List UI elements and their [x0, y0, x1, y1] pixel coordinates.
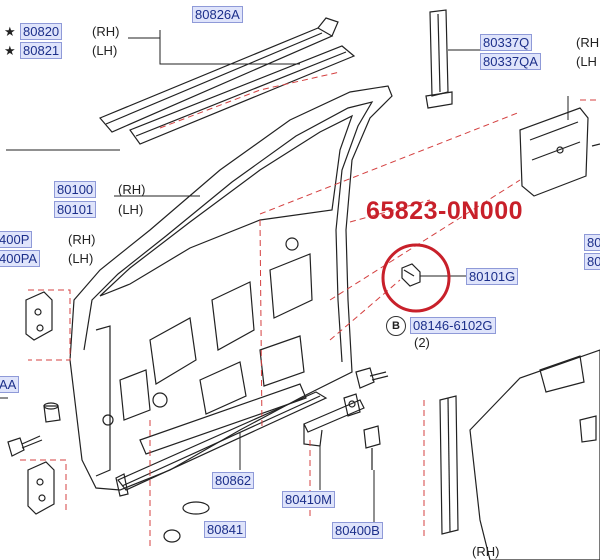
pillar-seal-shape: [439, 395, 459, 535]
door-check-shape: [303, 393, 365, 447]
part-label-80400p[interactable]: 400P: [0, 231, 33, 248]
hole-plug-shape: [182, 501, 210, 515]
part-label-80100[interactable]: 80100: [54, 181, 97, 198]
bolt-marker-b: B: [386, 316, 406, 336]
upper-hinge-shape: [25, 291, 53, 341]
side-rh: (RH): [68, 232, 96, 247]
door-frame-shape: [69, 85, 393, 491]
star-marker: ★: [4, 24, 16, 39]
outer-molding-shape: [99, 17, 356, 145]
part-label-80337q[interactable]: 80337Q: [480, 34, 533, 51]
pillar-molding-shape: [425, 9, 453, 109]
part-label-80101g[interactable]: 80101G: [466, 268, 519, 285]
part-label-80101[interactable]: 80101: [54, 201, 97, 218]
grommet-shape: [163, 529, 181, 543]
quantity-label: (2): [414, 335, 430, 350]
side-lh: (LH): [68, 251, 94, 266]
part-label-80410m[interactable]: 80410M: [282, 491, 335, 508]
dashed-guides: [20, 71, 600, 548]
part-label-80337qa[interactable]: 80337QA: [480, 53, 541, 70]
part-label-80826a[interactable]: 80826A: [192, 6, 243, 23]
side-lh: (LH): [118, 202, 144, 217]
part-label-08146-6102g[interactable]: 08146-6102G: [410, 317, 496, 334]
rubber-bumper-shape: [43, 402, 61, 423]
upper-bracket-shape: [519, 107, 600, 197]
sill-strip-shape: [115, 391, 328, 497]
side-rh-cut: (RH: [576, 35, 600, 50]
rear-door-shape: [469, 349, 600, 560]
callout-circle: [381, 243, 451, 313]
side-rh-bottom: (RH): [472, 544, 500, 559]
side-lh-cut: (LH: [576, 54, 597, 69]
side-rh: (RH): [118, 182, 146, 197]
part-label-80-cut[interactable]: 80: [584, 234, 600, 251]
star-marker: ★: [4, 43, 16, 58]
part-label-80862[interactable]: 80862: [212, 472, 255, 489]
striker-shape: [363, 425, 381, 470]
part-label-80400b[interactable]: 80400B: [332, 522, 383, 539]
side-rh: (RH): [92, 24, 120, 39]
clip-80101g-shape: [401, 263, 421, 287]
lower-hinge-shape: [27, 461, 55, 515]
hinge-bolt-shape: [7, 435, 43, 457]
part-label-80841[interactable]: 80841: [204, 521, 247, 538]
leader-lines: [0, 30, 569, 522]
part-label-aa[interactable]: AA: [0, 376, 20, 393]
part-label-80820[interactable]: 80820: [20, 23, 63, 40]
part-label-80821[interactable]: 80821: [20, 42, 63, 59]
part-label-80-cut-2[interactable]: 80: [584, 253, 600, 270]
bolt-08146-shape: [355, 367, 389, 389]
part-label-80400pa[interactable]: 400PA: [0, 250, 41, 267]
callout-part-number: 65823-0N000: [366, 197, 524, 225]
side-lh: (LH): [92, 43, 118, 58]
